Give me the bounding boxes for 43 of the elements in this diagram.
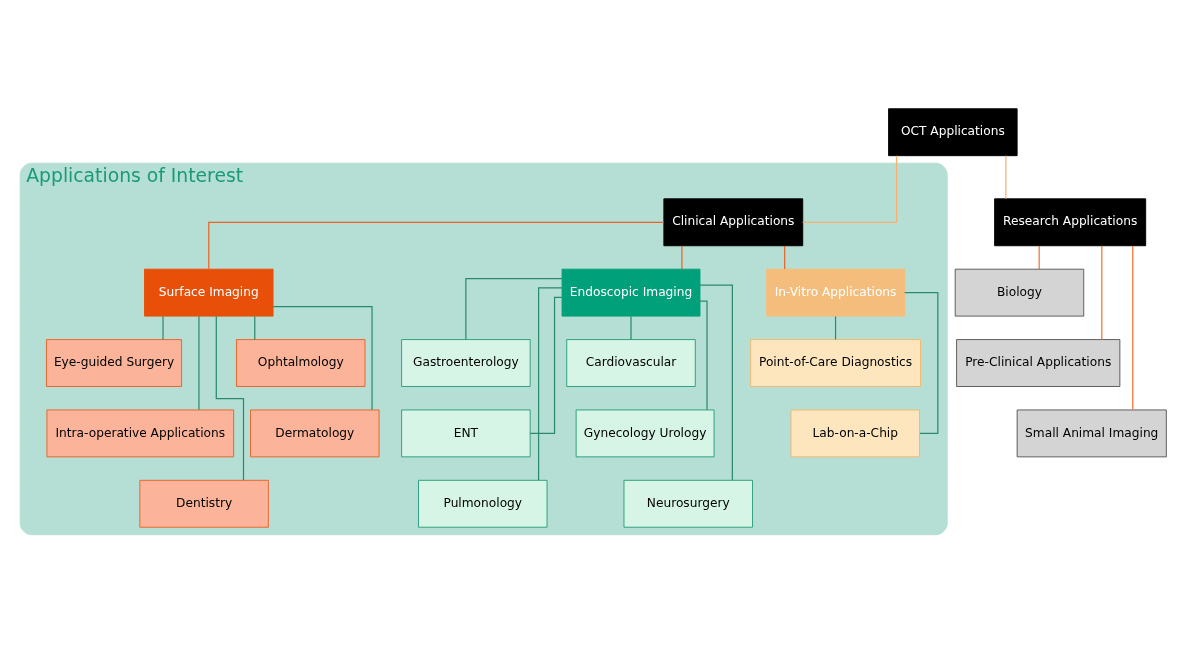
node-box: Clinical Applications [663,198,804,247]
node-box: Dermatology [250,409,380,458]
connector [834,315,837,341]
connector [198,315,200,411]
node-box: Eye-guided Surgery [46,339,183,387]
connector [1038,245,1040,270]
node-box: Surface Imaging [144,268,274,317]
node-box: Endoscopic Imaging [561,268,701,317]
connector [630,315,632,341]
node-box: Gynecology Urology [575,409,715,458]
node-box: Research Applications [994,198,1147,247]
connector [1005,155,1007,200]
connector [162,315,164,341]
node-box: Cardiovascular [566,339,696,387]
connector [538,287,563,481]
node-box: ENT [401,409,531,458]
connector [465,277,563,341]
node-box: Dentistry [139,479,269,528]
node-box: Biology [954,268,1085,317]
node-box: Pulmonology [418,479,548,528]
node-box: Neurosurgery [623,479,753,528]
connector [904,292,939,434]
connector [699,300,708,411]
node-box: Small Animal Imaging [1016,409,1167,458]
node-box: Intra-operative Applications [46,409,235,458]
connector [254,315,256,341]
connector [681,245,683,270]
node-box: Lab-on-a-Chip [790,409,920,458]
node-box: Gastroenterology [401,339,531,387]
connector [208,221,665,270]
connector [529,296,563,434]
node-box: In-Vitro Applications [766,268,905,317]
node-box: Ophtalmology [236,339,366,387]
connector [784,245,786,270]
connector [1101,245,1103,340]
node-box: OCT Applications [888,108,1018,157]
node-box: Point-of-Care Diagnostics [750,339,921,387]
connector [802,155,898,223]
connector [699,284,733,481]
connector [272,306,373,411]
connector [1132,245,1134,411]
node-box: Pre-Clinical Applications [956,339,1121,387]
connector [215,315,245,481]
